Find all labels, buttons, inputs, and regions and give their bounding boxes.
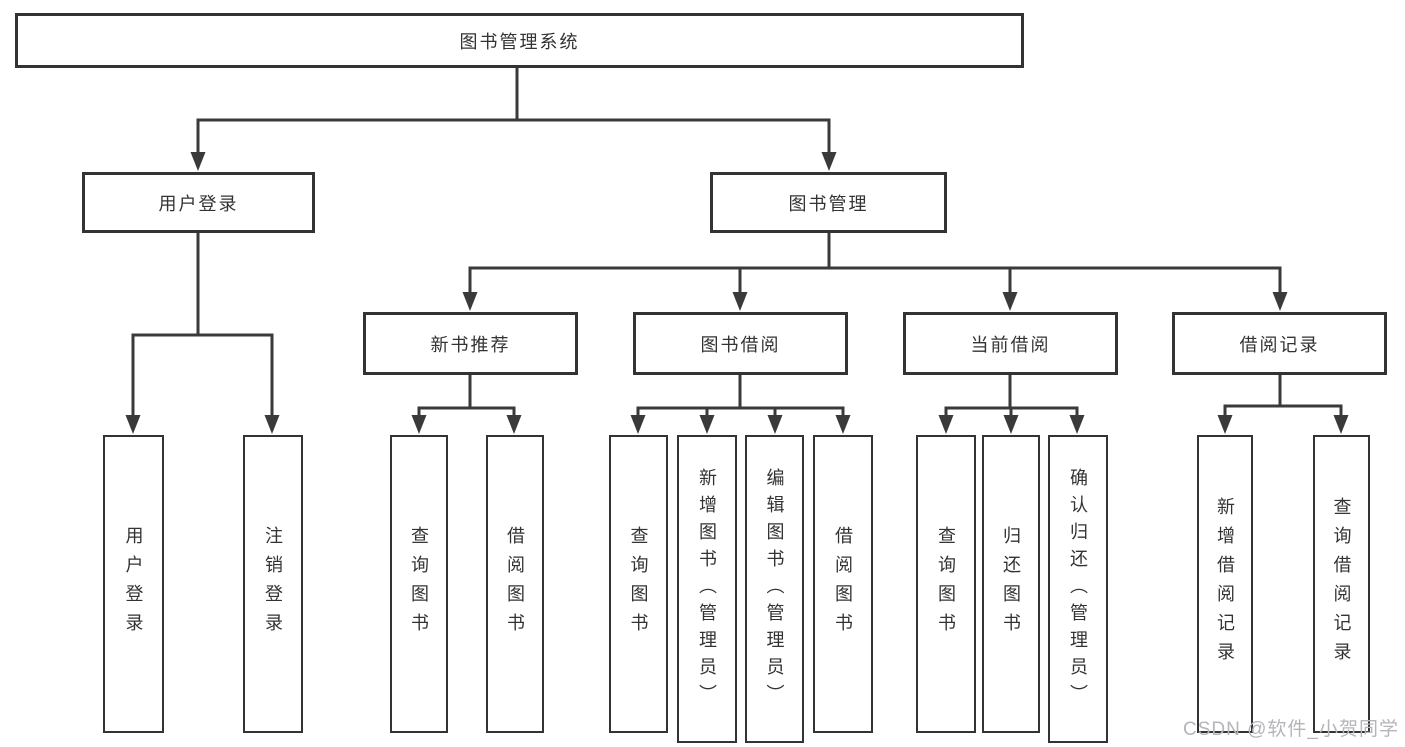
node-new-book-recommend-label: 新书推荐 [430, 334, 511, 355]
leaf-logout: 注销登录 [243, 435, 303, 733]
node-book-management: 图书管理 [710, 172, 947, 233]
leaf-user-login: 用户登录 [103, 435, 164, 733]
leaf-user-login-label: 用户登录 [123, 526, 144, 642]
leaf-borrow-borrow-books: 借阅图书 [813, 435, 873, 733]
connector-newbook-to-leaves [411, 375, 522, 434]
leaf-query-borrow-record-label: 查询借阅记录 [1331, 497, 1352, 671]
node-book-management-label: 图书管理 [788, 193, 869, 214]
node-current-borrow-label: 当前借阅 [970, 334, 1051, 355]
leaf-logout-label: 注销登录 [263, 526, 283, 642]
leaf-current-query-books: 查询图书 [916, 435, 976, 733]
node-borrow-records: 借阅记录 [1172, 312, 1387, 375]
leaf-add-book-admin-label: 新增图书（管理员） [697, 467, 717, 711]
node-user-login-label: 用户登录 [158, 193, 239, 214]
leaf-newbook-borrow-books: 借阅图书 [486, 435, 544, 733]
node-book-borrow: 图书借阅 [633, 312, 848, 375]
leaf-current-query-books-label: 查询图书 [936, 526, 956, 642]
leaf-confirm-return-admin: 确认归还（管理员） [1048, 435, 1108, 743]
node-user-login: 用户登录 [82, 172, 315, 233]
leaf-newbook-query-books: 查询图书 [390, 435, 448, 733]
leaf-confirm-return-admin-label: 确认归还（管理员） [1068, 467, 1088, 711]
leaf-add-borrow-record: 新增借阅记录 [1197, 435, 1253, 733]
node-root-system-label: 图书管理系统 [459, 31, 580, 52]
node-borrow-records-label: 借阅记录 [1239, 334, 1320, 355]
connector-userlogin-to-leaves [125, 233, 280, 434]
connector-root-to-level2 [190, 68, 837, 171]
leaf-edit-book-admin: 编辑图书（管理员） [745, 435, 804, 743]
leaf-edit-book-admin-label: 编辑图书（管理员） [764, 467, 785, 711]
connector-bookmgmt-to-level3 [462, 233, 1288, 311]
leaf-return-books-label: 归还图书 [1001, 526, 1021, 642]
node-book-borrow-label: 图书借阅 [700, 334, 781, 355]
connector-current-to-leaves [938, 375, 1085, 434]
leaf-borrow-borrow-books-label: 借阅图书 [833, 526, 853, 642]
csdn-watermark: CSDN @软件_小贺同学 [1183, 719, 1399, 740]
leaf-add-book-admin: 新增图书（管理员） [677, 435, 737, 743]
leaf-newbook-borrow-books-label: 借阅图书 [505, 526, 525, 642]
leaf-borrow-query-books-label: 查询图书 [628, 526, 649, 642]
node-current-borrow: 当前借阅 [903, 312, 1118, 375]
leaf-newbook-query-books-label: 查询图书 [409, 526, 429, 642]
leaf-add-borrow-record-label: 新增借阅记录 [1215, 497, 1235, 671]
connector-records-to-leaves [1217, 375, 1349, 434]
node-root-system: 图书管理系统 [15, 13, 1024, 68]
leaf-return-books: 归还图书 [982, 435, 1040, 733]
node-new-book-recommend: 新书推荐 [363, 312, 578, 375]
connector-borrow-to-leaves [630, 375, 851, 434]
leaf-borrow-query-books: 查询图书 [609, 435, 668, 733]
leaf-query-borrow-record: 查询借阅记录 [1313, 435, 1370, 733]
